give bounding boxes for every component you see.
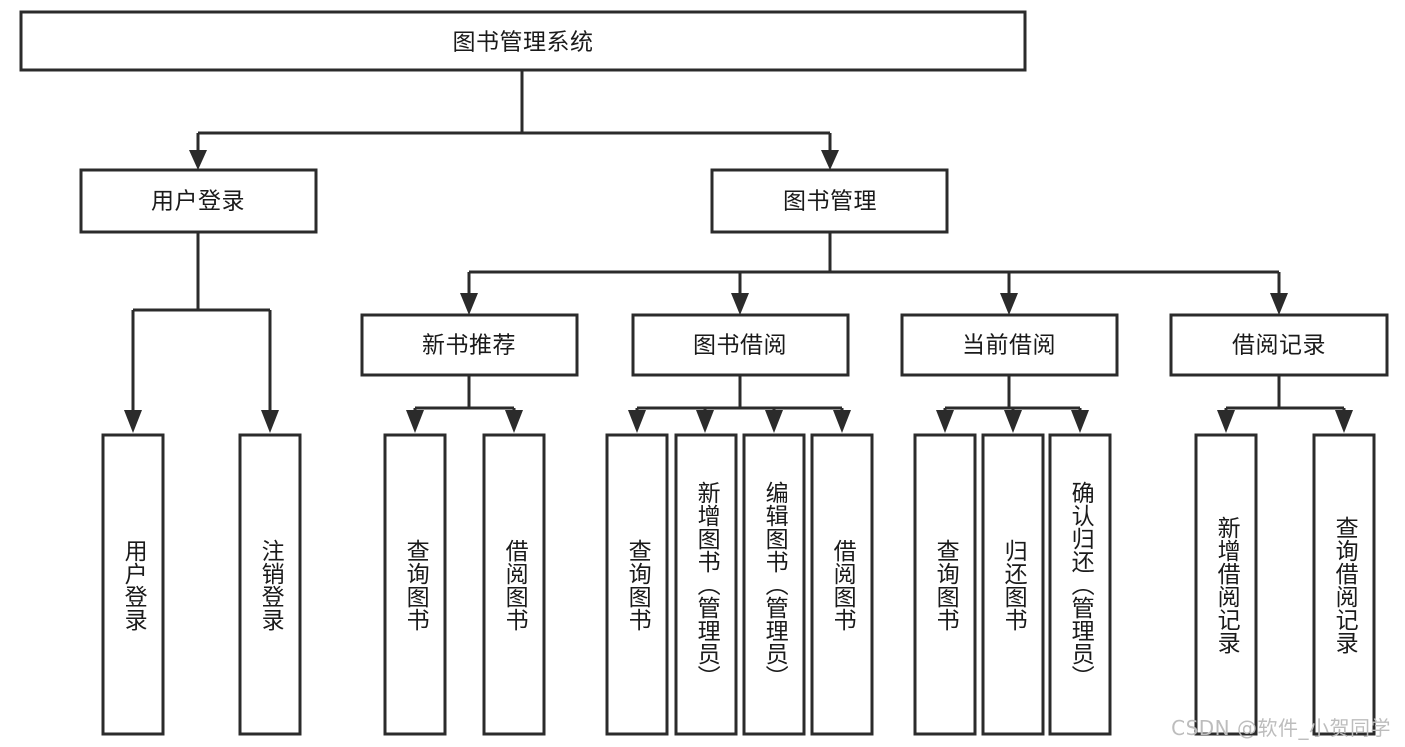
node-box-book-manage[interactable] [710,168,949,234]
arrowhead-leaf-query-book-2 [628,410,646,433]
node-box-leaf-query-book-3[interactable] [913,433,977,736]
arrowhead-leaf-add-book [696,410,714,433]
node-box-leaf-return-book[interactable] [981,433,1045,736]
node-box-leaf-user-login[interactable] [101,433,165,736]
arrowhead-leaf-logout [261,410,279,433]
arrowhead-book-borrow [731,293,749,315]
arrowhead-leaf-edit-book [765,410,783,433]
arrowhead-leaf-return-book [1004,410,1022,433]
node-box-leaf-confirm-return[interactable] [1048,433,1112,736]
node-box-new-book-rec[interactable] [360,313,579,377]
node-label-book-borrow: 图书借阅 [693,333,787,359]
csdn-watermark: CSDN @软件_小贺同学 [1171,716,1391,740]
node-box-leaf-borrow-book-1[interactable] [482,433,546,736]
arrowhead-leaf-borrow-book-1 [505,410,523,433]
node-box-leaf-add-book[interactable] [674,433,738,736]
node-box-leaf-borrow-book-2[interactable] [810,433,874,736]
node-box-root[interactable] [19,10,1027,72]
node-box-leaf-edit-book[interactable] [742,433,806,736]
arrowhead-borrow-record [1270,293,1288,315]
arrowhead-new-book-rec [460,293,478,315]
node-box-leaf-add-record[interactable] [1194,433,1258,736]
arrowhead-leaf-user-login [124,410,142,433]
arrowhead-leaf-add-record [1217,410,1235,433]
arrowhead-leaf-confirm-return [1071,410,1089,433]
node-box-user-login[interactable] [79,168,318,234]
node-layer: 图书管理系统 用户登录 图书管理 新书推荐 图书借阅 当前借阅 借阅记录 [19,10,1389,736]
node-box-leaf-query-book-1[interactable] [383,433,447,736]
arrowhead-user-login [189,150,207,170]
node-label-borrow-record: 借阅记录 [1232,333,1326,359]
node-label-new-book-rec: 新书推荐 [422,333,516,359]
node-box-leaf-logout[interactable] [238,433,302,736]
arrowhead-leaf-query-book-3 [936,410,954,433]
node-label-book-manage: 图书管理 [783,189,877,215]
arrowhead-current-borrow [1000,293,1018,315]
node-box-borrow-record[interactable] [1169,313,1389,377]
node-box-leaf-query-record[interactable] [1312,433,1376,736]
arrowhead-leaf-query-book-1 [406,410,424,433]
arrowhead-leaf-borrow-book-2 [833,410,851,433]
node-label-root: 图书管理系统 [453,30,594,56]
node-box-book-borrow[interactable] [631,313,850,377]
node-label-user-login: 用户登录 [151,189,245,215]
connector-layer [124,70,1353,433]
arrowhead-leaf-query-record [1335,410,1353,433]
node-box-current-borrow[interactable] [900,313,1119,377]
arrowhead-book-manage [821,150,839,170]
node-box-leaf-query-book-2[interactable] [605,433,669,736]
node-label-current-borrow: 当前借阅 [962,333,1056,359]
